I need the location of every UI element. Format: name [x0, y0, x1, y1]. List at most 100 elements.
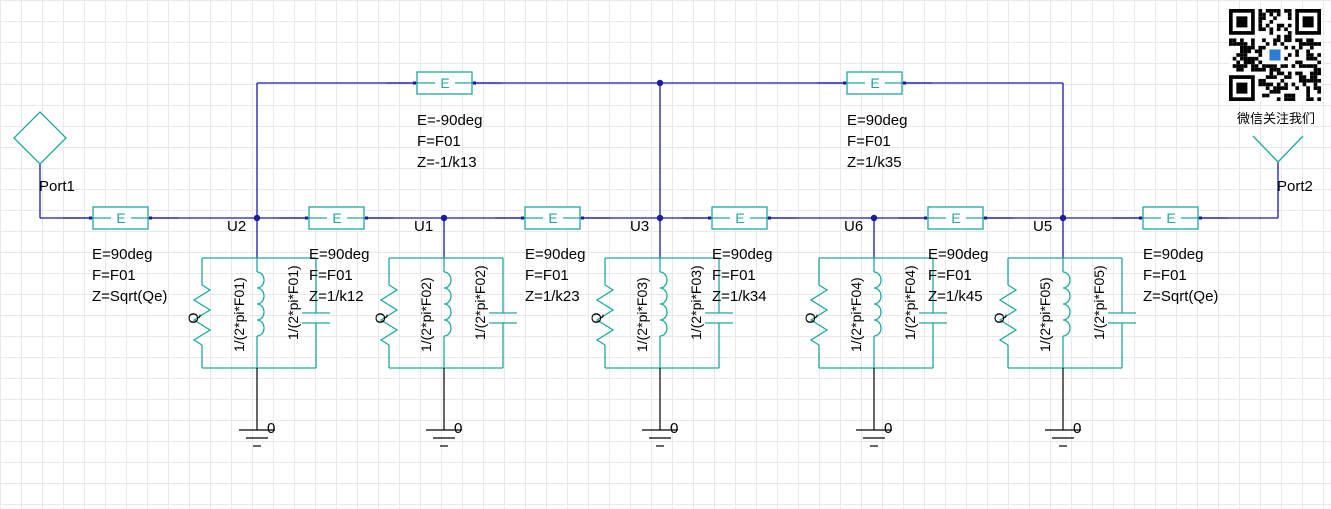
qr-module — [1280, 86, 1285, 90]
qr-module — [1306, 38, 1310, 43]
qr-module — [1243, 42, 1248, 46]
qr-module — [1243, 64, 1248, 68]
qr-module — [1265, 82, 1270, 87]
qr-module — [1295, 60, 1299, 65]
qr-module — [1240, 56, 1244, 61]
qr-module — [1276, 23, 1281, 28]
qr-module — [1284, 56, 1288, 61]
qr-module — [1309, 75, 1314, 79]
qr-module — [1276, 12, 1281, 17]
qr-module — [1236, 67, 1241, 72]
qr-module — [1232, 38, 1237, 43]
series-tline-e: E=90deg — [1143, 246, 1203, 263]
qr-module — [1306, 53, 1310, 57]
qr-module — [1298, 78, 1303, 83]
pin-left — [89, 216, 92, 220]
qr-module — [1262, 45, 1266, 50]
qr-module — [1247, 45, 1252, 50]
qr-module — [1284, 34, 1288, 39]
qr-module — [1269, 89, 1274, 94]
tline-symbol: E — [548, 210, 557, 226]
qr-module — [1243, 56, 1248, 61]
pin-left — [924, 216, 927, 220]
qr-module — [1258, 16, 1263, 21]
resonator-2 — [379, 218, 517, 447]
junction-dot — [656, 79, 664, 87]
capacitor-label: 1/(2*pi*F05) — [1091, 265, 1107, 340]
series-tline-f: F=F01 — [1143, 267, 1187, 284]
inductor-label: 1/(2*pi*F05) — [1037, 277, 1053, 352]
qr-module — [1236, 60, 1241, 65]
cross-tline-e: E=-90deg — [417, 112, 482, 129]
qr-module — [1284, 97, 1288, 101]
qr-module — [1258, 60, 1263, 65]
pin-right — [365, 216, 368, 220]
series-tline-e: E=90deg — [92, 246, 152, 263]
series-tline-f: F=F01 — [712, 267, 756, 284]
qr-module — [1313, 82, 1318, 87]
resistor-label: Q — [372, 312, 388, 323]
qr-module — [1262, 38, 1266, 43]
qr-module — [1313, 71, 1318, 76]
qr-module — [1258, 9, 1263, 13]
qr-module — [1317, 42, 1321, 46]
qr-module — [1276, 34, 1281, 39]
qr-module — [1269, 67, 1274, 72]
cross-tline-f: F=F01 — [847, 133, 891, 150]
qr-module — [1284, 38, 1288, 43]
inductor-coil — [256, 271, 265, 337]
qr-module — [1306, 97, 1310, 101]
qr-module — [1276, 38, 1281, 43]
qr-module — [1269, 27, 1274, 32]
resistor-zigzag — [192, 284, 212, 346]
series-tline-f: F=F01 — [309, 267, 353, 284]
qr-module — [1251, 64, 1255, 68]
qr-module — [1236, 53, 1241, 57]
series-tline-0: E — [63, 206, 178, 230]
tline-symbol: E — [332, 210, 341, 226]
qr-module — [1309, 45, 1314, 50]
qr-code — [1229, 9, 1321, 101]
series-tline-3: E — [682, 206, 797, 230]
qr-caption: 微信关注我们 — [1236, 112, 1315, 127]
qr-module — [1265, 23, 1270, 28]
inductor-label: 1/(2*pi*F04) — [848, 277, 864, 352]
qr-module — [1273, 16, 1277, 21]
qr-module — [1243, 45, 1248, 50]
ground-label: 0 — [454, 420, 462, 437]
qr-module — [1258, 53, 1263, 57]
qr-module — [1262, 12, 1266, 17]
qr-module — [1306, 89, 1310, 94]
pin-left — [305, 216, 308, 220]
qr-module — [1251, 60, 1255, 65]
resistor-label: Q — [588, 312, 604, 323]
qr-module — [1229, 42, 1233, 46]
qr-module — [1262, 67, 1266, 72]
qr-finder — [1236, 16, 1248, 28]
port1-label: Port1 — [39, 178, 75, 195]
qr-module — [1269, 20, 1274, 24]
qr-module — [1287, 93, 1292, 98]
qr-module — [1258, 82, 1263, 87]
resonator-3 — [595, 218, 733, 447]
qr-module — [1254, 64, 1259, 68]
qr-module — [1317, 78, 1321, 83]
resistor-zigzag — [998, 284, 1018, 346]
port2-label: Port2 — [1277, 178, 1313, 195]
tline-symbol: E — [440, 75, 449, 91]
tline-symbol: E — [870, 75, 879, 91]
qr-module — [1306, 64, 1310, 68]
qr-module — [1280, 64, 1285, 68]
qr-module — [1291, 64, 1296, 68]
resistor-label: Q — [802, 312, 818, 323]
series-tline-z: Z=1/k34 — [712, 288, 767, 305]
node-label-U1: U1 — [414, 218, 433, 235]
qr-module — [1309, 78, 1314, 83]
node-label-U5: U5 — [1033, 218, 1052, 235]
qr-module — [1247, 49, 1252, 54]
qr-module — [1273, 86, 1277, 90]
resonator-4 — [809, 218, 947, 447]
inductor-coil — [873, 271, 882, 337]
tline-label-bg — [865, 75, 885, 91]
pin-right — [984, 216, 987, 220]
